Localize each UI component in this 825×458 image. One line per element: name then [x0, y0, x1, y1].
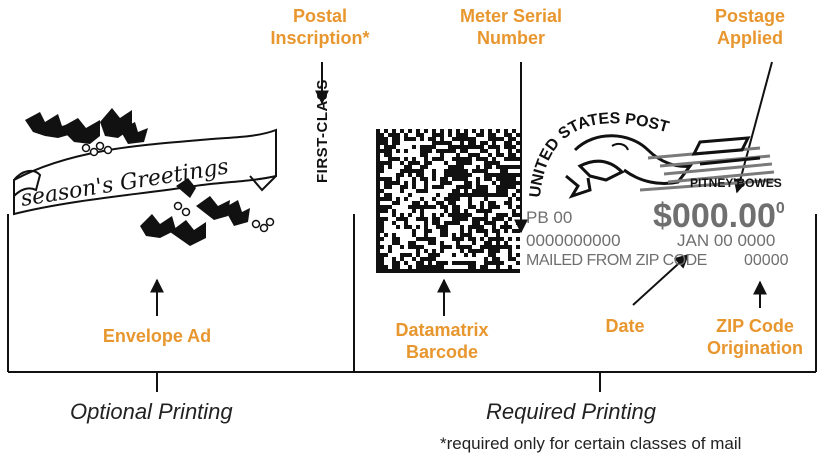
meter-serial-number: 0000000000 [526, 231, 621, 250]
arrow-postage-applied [733, 61, 773, 194]
envelope-ad-label: Envelope Ad [102, 326, 212, 346]
origin-zip-code: 00000 [744, 252, 789, 269]
envelope-ad-artwork: season's Greetings [13, 108, 277, 246]
speed-stripes-dark [691, 136, 761, 166]
mailed-from-text: MAILED FROM ZIP CODE [526, 252, 707, 269]
required-printing-caption: Required Printing [486, 399, 656, 424]
bracket-lines [7, 214, 817, 392]
optional-printing-caption: Optional Printing [70, 399, 233, 424]
pitney-bowes-text: PITNEY BOWES [690, 176, 782, 190]
date-label: Date [605, 316, 645, 336]
holly-leaves-top [25, 108, 148, 144]
holly-berries-top [81, 141, 113, 157]
meter-prefix: PB 00 [526, 208, 573, 227]
greeting-text: season's Greetings [19, 154, 230, 212]
arrow-date [632, 254, 690, 306]
eagle-logo-icon [565, 134, 694, 199]
meter-date: JAN 00 0000 [677, 231, 776, 250]
first-class-inscription: FIRST-CLASS [314, 79, 331, 183]
holly-leaves-bottom [140, 178, 250, 246]
holly-berries-bottom [173, 201, 275, 233]
postage-amount: $000.000 [653, 197, 785, 235]
datamatrix-barcode [376, 129, 520, 273]
footnote: *required only for certain classes of ma… [440, 434, 742, 453]
